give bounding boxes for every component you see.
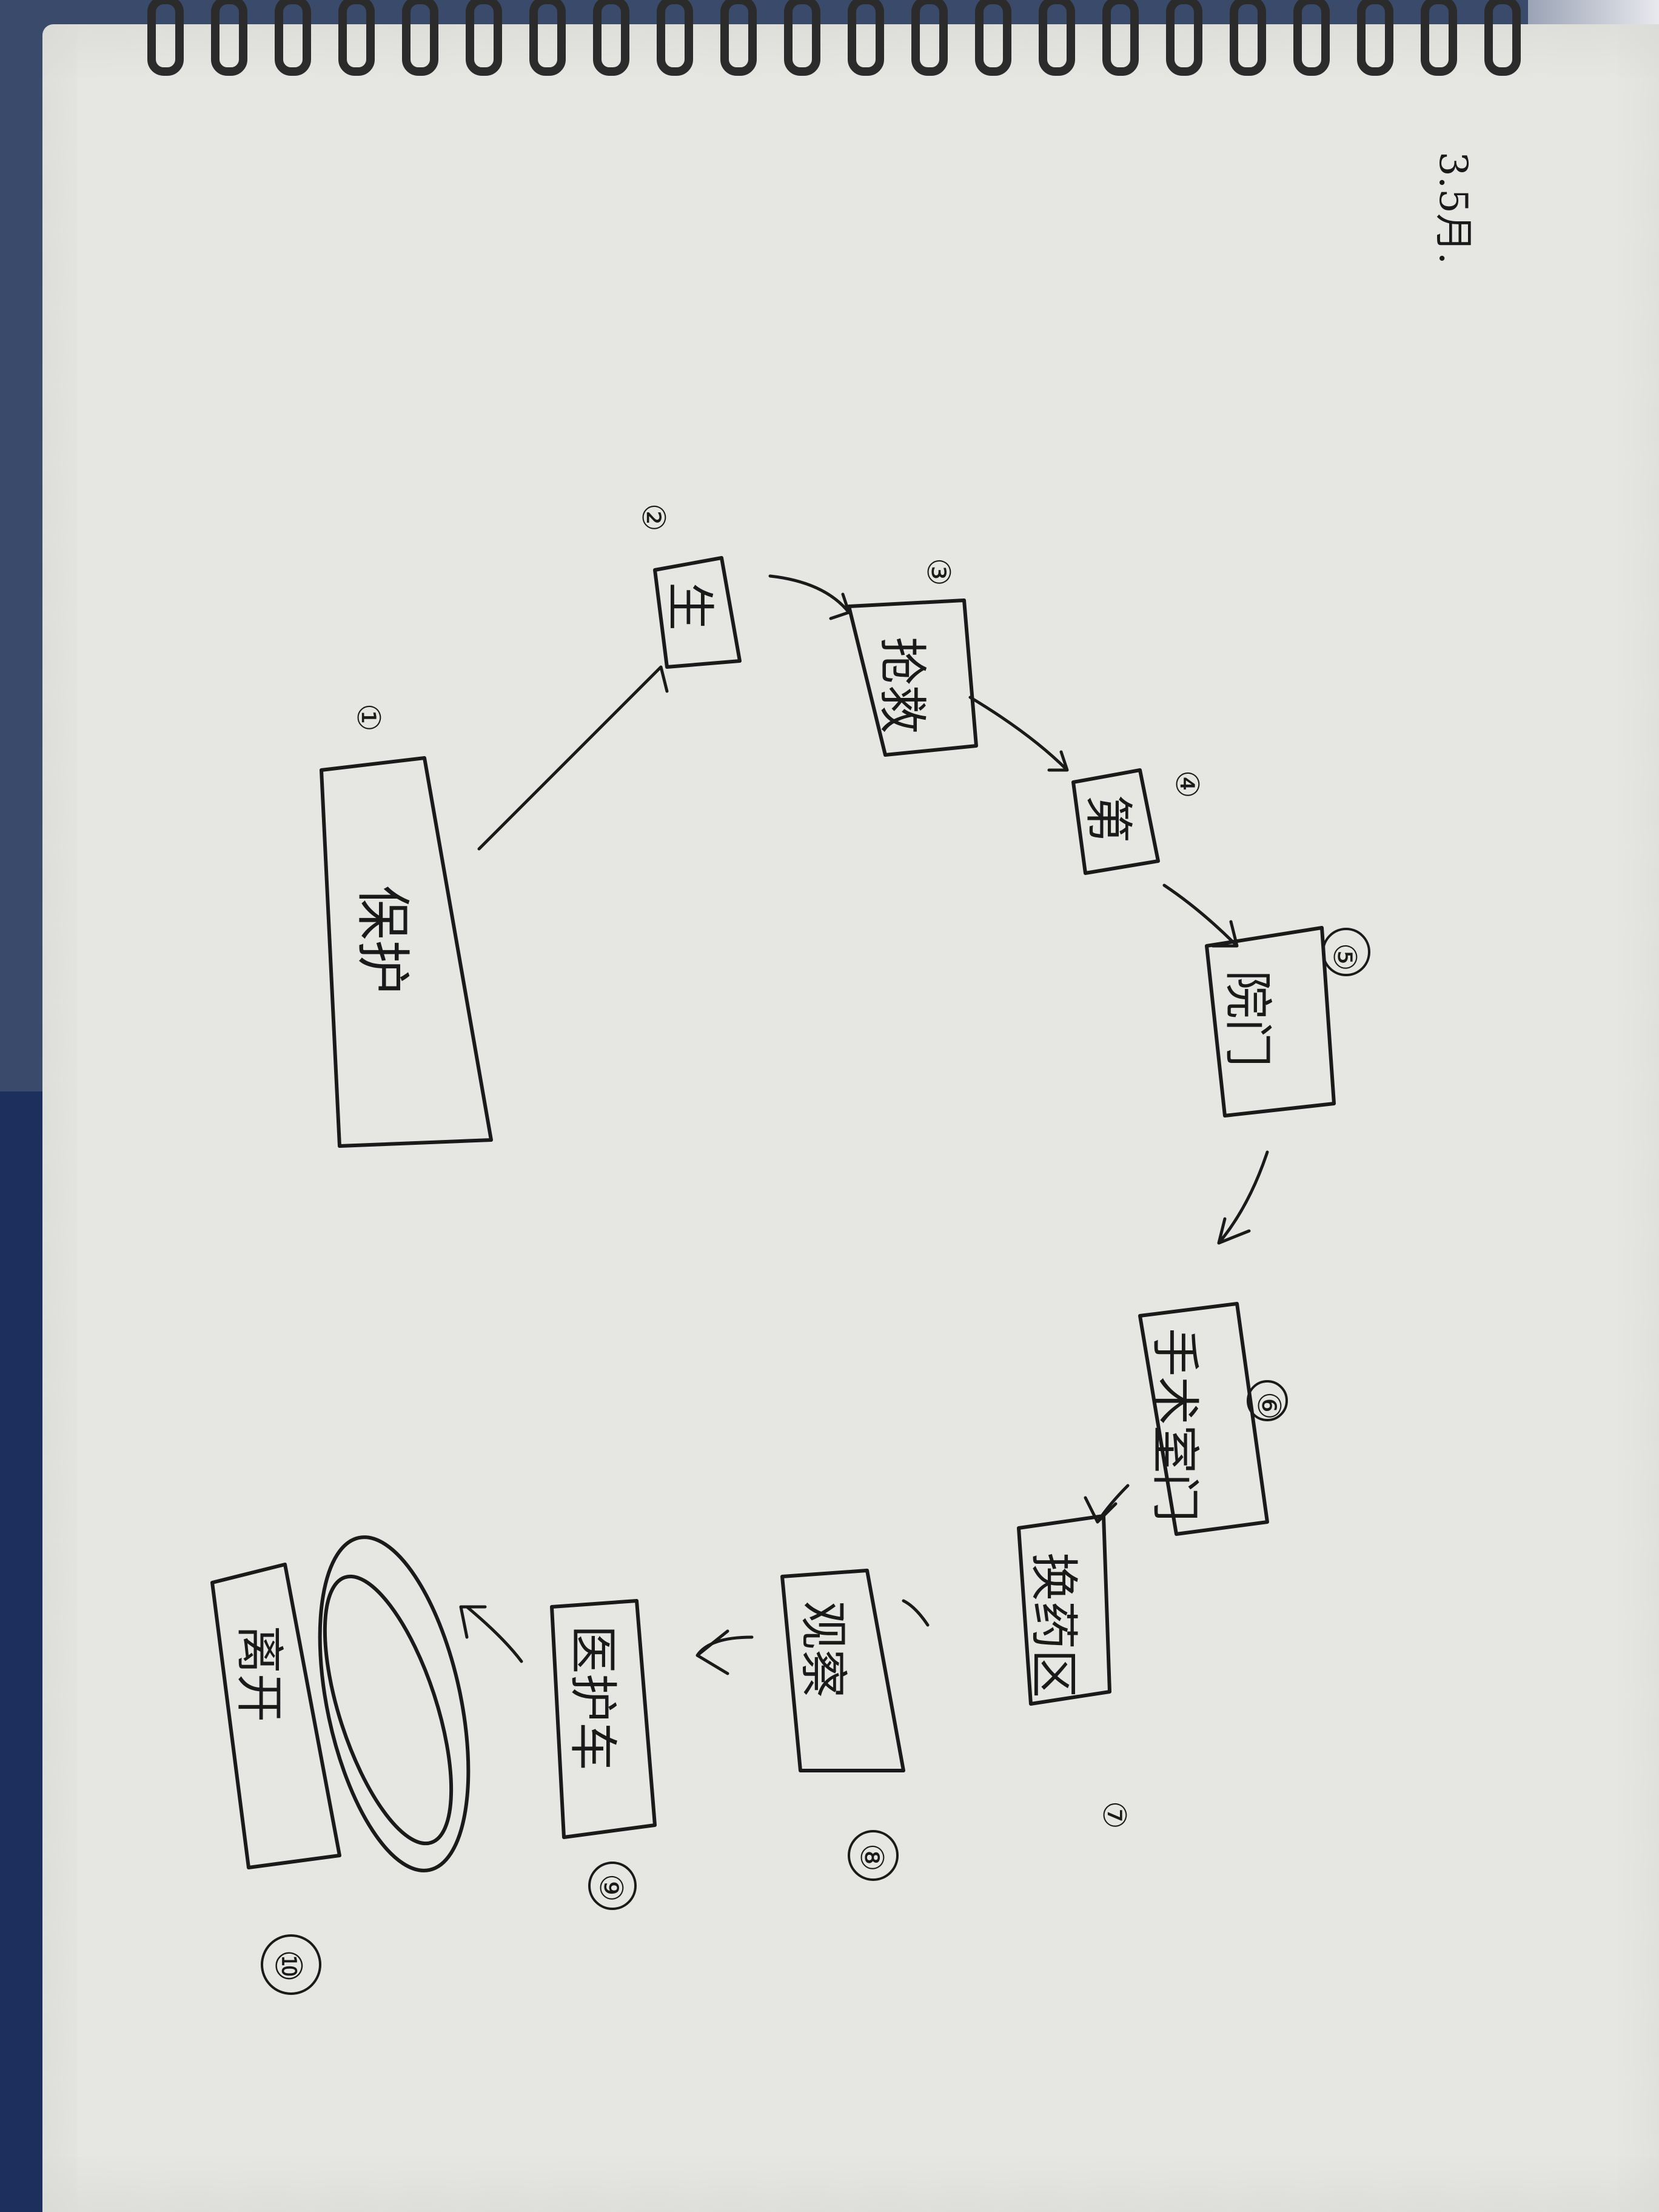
arrow-9-10 [459, 1605, 523, 1663]
arrow-4-5 [1162, 883, 1239, 948]
spiral-ring [338, 0, 375, 76]
node-number-9: ⑨ [592, 1874, 629, 1902]
node-number-circle-9 [588, 1862, 637, 1910]
arrow-1-2 [477, 665, 669, 851]
spiral-ring [147, 0, 184, 76]
arrow-8-9 [695, 1629, 754, 1675]
node-box-10 [210, 1563, 341, 1869]
node-number-3: ③ [920, 558, 956, 586]
spiral-ring [466, 0, 502, 76]
node-box-6 [1138, 1302, 1269, 1536]
node-number-circle-10 [261, 1934, 321, 1995]
arrow-5-6 [1217, 1150, 1269, 1245]
spiral-ring [1357, 0, 1393, 76]
node-number-circle-5 [1322, 928, 1370, 976]
spiral-ring [1230, 0, 1266, 76]
page-note: 3.5月. [1430, 152, 1475, 264]
spiral-ring [529, 0, 566, 76]
node-box-1 [320, 756, 493, 1148]
node-number-7: ⑦ [1096, 1801, 1132, 1829]
node-number-6: ⑥ [1250, 1392, 1287, 1420]
node-box-8 [780, 1569, 905, 1772]
node-label-3: 抢救 [874, 637, 930, 734]
node-label-5: 院门 [1219, 970, 1276, 1067]
arrow-3-4 [968, 695, 1069, 772]
node-number-circle-8 [848, 1830, 899, 1881]
arrow-6-7 [1084, 1484, 1130, 1524]
node-number-1: ① [350, 703, 386, 732]
spiral-ring [784, 0, 820, 76]
spiral-ring [1484, 0, 1521, 76]
spiral-ring [1039, 0, 1075, 76]
node-label-1: 保护 [350, 885, 414, 994]
arrow-7-8 [902, 1599, 930, 1627]
node-label-10: 离开 [231, 1625, 287, 1722]
node-box-9 [550, 1599, 657, 1839]
spiral-ring [657, 0, 693, 76]
node-number-5: ⑤ [1326, 943, 1362, 971]
scribble-oval [318, 1535, 471, 1872]
spiral-ring [1102, 0, 1139, 76]
spiral-ring [848, 0, 884, 76]
spiral-ring [1293, 0, 1330, 76]
spiral-ring [211, 0, 247, 76]
spiral-ring [593, 0, 629, 76]
spiral-ring [402, 0, 438, 76]
node-label-6: 手术室门 [1147, 1328, 1203, 1522]
node-label-8: 观察 [795, 1601, 851, 1698]
node-box-4 [1071, 768, 1160, 875]
node-label-9: 医护车 [565, 1625, 621, 1771]
scribble-oval-2 [323, 1574, 454, 1846]
spiral-ring [720, 0, 757, 76]
node-box-5 [1205, 926, 1336, 1118]
arrow-2-3 [768, 574, 851, 620]
spiral-ring [975, 0, 1011, 76]
spiral-binding [147, 0, 1521, 76]
node-box-3 [847, 598, 978, 757]
node-number-4: ④ [1168, 770, 1205, 799]
spiral-ring [1166, 0, 1202, 76]
node-number-circle-6 [1247, 1380, 1288, 1421]
node-number-10: ⑩ [267, 1949, 309, 1982]
node-label-7: 换药区 [1025, 1552, 1082, 1698]
node-label-4: 第 [1080, 794, 1136, 843]
spiral-ring [275, 0, 311, 76]
node-box-2 [653, 556, 742, 669]
spiral-ring [911, 0, 948, 76]
spiral-ring [1421, 0, 1457, 76]
node-label-2: 生 [662, 582, 718, 631]
node-number-2: ② [635, 503, 671, 532]
node-number-8: ⑧ [853, 1843, 890, 1872]
node-box-7 [1017, 1514, 1111, 1706]
